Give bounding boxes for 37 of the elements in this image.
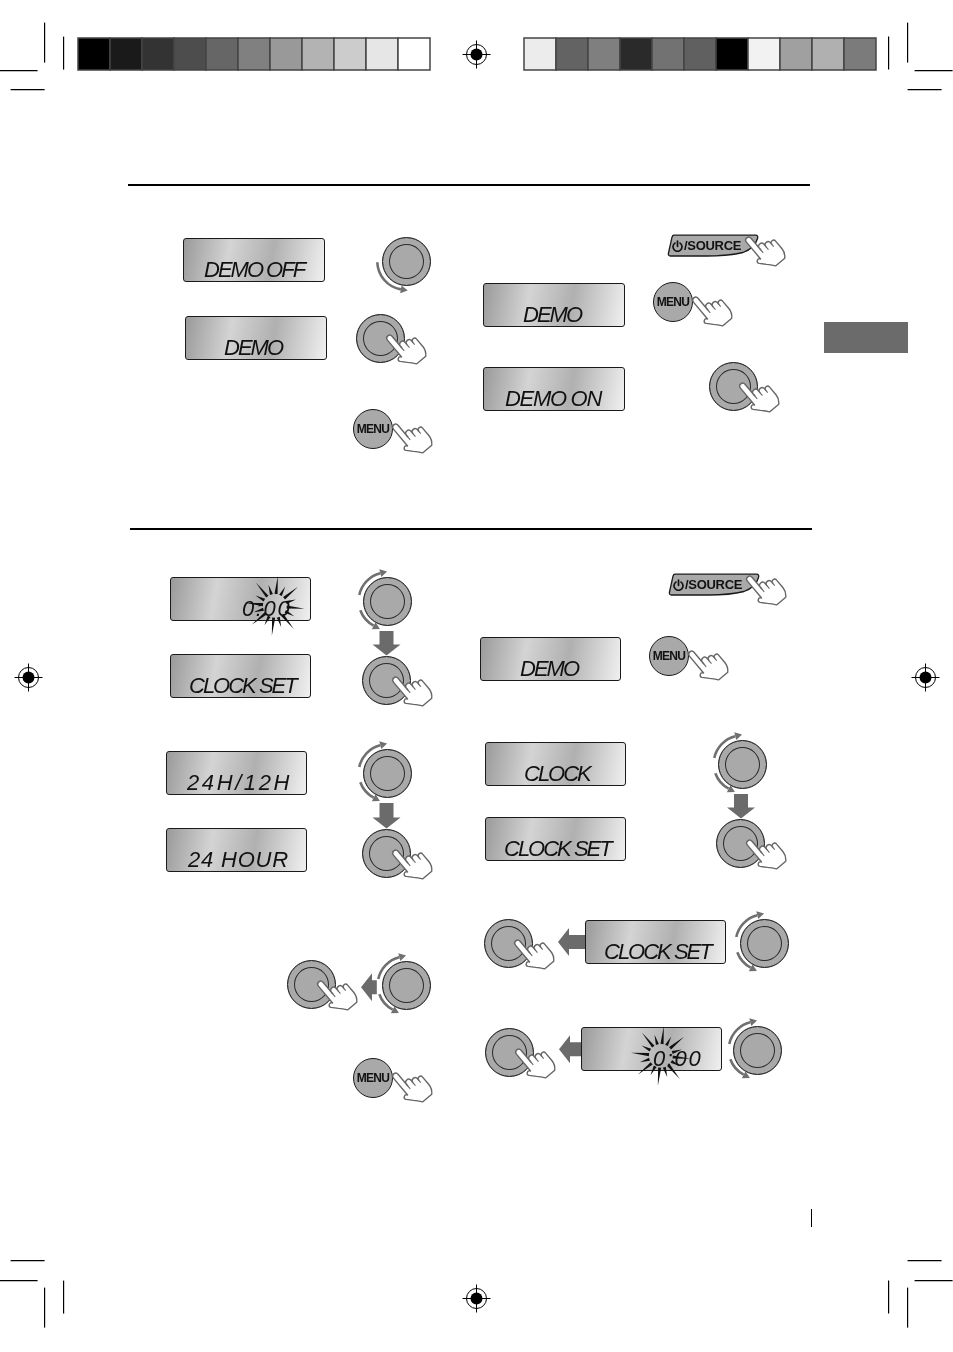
lcd-display [585, 920, 726, 964]
lcd-display [166, 828, 307, 872]
display-text: CLOCK SET [604, 941, 711, 963]
arrow [558, 928, 585, 956]
arrow [372, 631, 401, 656]
arrow [559, 1035, 581, 1064]
display-text: DEMO ON [505, 388, 601, 410]
lcd-display [183, 238, 325, 282]
arrow [727, 794, 755, 819]
arrow [361, 973, 377, 1002]
display-text: DEMO [224, 337, 282, 359]
display-text: CLOCK SET [504, 838, 611, 860]
display-text: 24H/12H [187, 772, 293, 794]
section-tab [824, 322, 908, 353]
display-text: DEMO OFF [204, 259, 305, 281]
source-button: /SOURCE [668, 573, 760, 596]
display-text: 0:00 [653, 1048, 703, 1070]
lcd-display [483, 283, 625, 327]
lcd-display [480, 637, 621, 681]
display-text: 24 HOUR [188, 849, 289, 871]
display-text: DEMO [520, 658, 578, 680]
display-text: CLOCK [524, 763, 590, 785]
menu-button: MENU [649, 636, 689, 676]
menu-button: MENU [653, 282, 693, 322]
display-text: DEMO [523, 304, 581, 326]
lcd-display [185, 316, 327, 360]
lcd-display [166, 751, 307, 795]
source-button: /SOURCE [667, 234, 759, 257]
lcd-display [170, 654, 311, 698]
lcd-display [485, 817, 626, 861]
lcd-display [581, 1027, 722, 1071]
menu-button: MENU [353, 1058, 393, 1098]
lcd-display [485, 742, 626, 786]
lcd-display [483, 367, 625, 411]
display-text: CLOCK SET [189, 675, 296, 697]
menu-button: MENU [353, 409, 393, 449]
arrow [372, 803, 401, 829]
